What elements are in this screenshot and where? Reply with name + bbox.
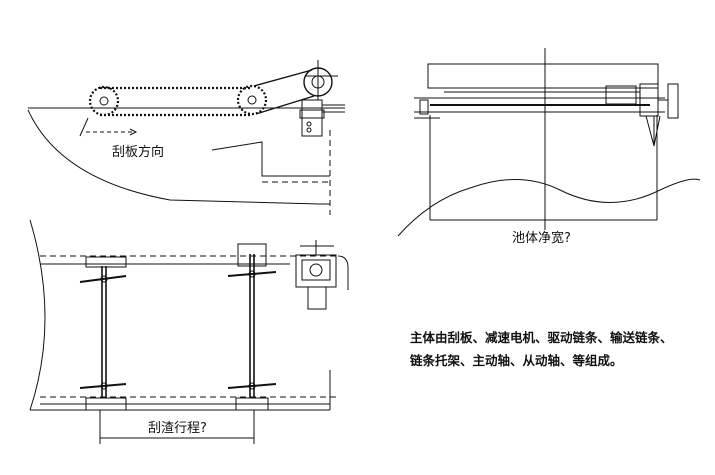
- scraper-travel-label: 刮渣行程?: [148, 421, 207, 436]
- left-sprocket: [88, 85, 120, 117]
- description-line-1: 主体由刮板、减速电机、驱动链条、输送链条、: [410, 330, 673, 345]
- drive-motor-plan: [295, 240, 337, 310]
- drive-motor-side: [299, 60, 345, 137]
- travel-dimension-line: [99, 410, 255, 444]
- tank-clear-width-label: 池体净宽?: [512, 231, 571, 246]
- scraper-direction-label: 刮板方向: [112, 145, 165, 160]
- component-description: 主体由刮板、减速电机、驱动链条、输送链条、 链条托架、主动轴、从动轴、等组成。: [410, 326, 700, 372]
- plan-view: [29, 219, 349, 444]
- scraper-bar-2: [227, 243, 277, 411]
- end-section-view: [397, 48, 701, 237]
- side-elevation-view: [27, 60, 345, 215]
- scraper-direction-arrow: [79, 117, 138, 137]
- right-sprocket: [236, 84, 268, 116]
- drive-motor-end: [605, 83, 679, 147]
- description-line-2: 链条托架、主动轴、从动轴、等组成。: [410, 353, 623, 368]
- scraper-bar-1: [79, 256, 127, 411]
